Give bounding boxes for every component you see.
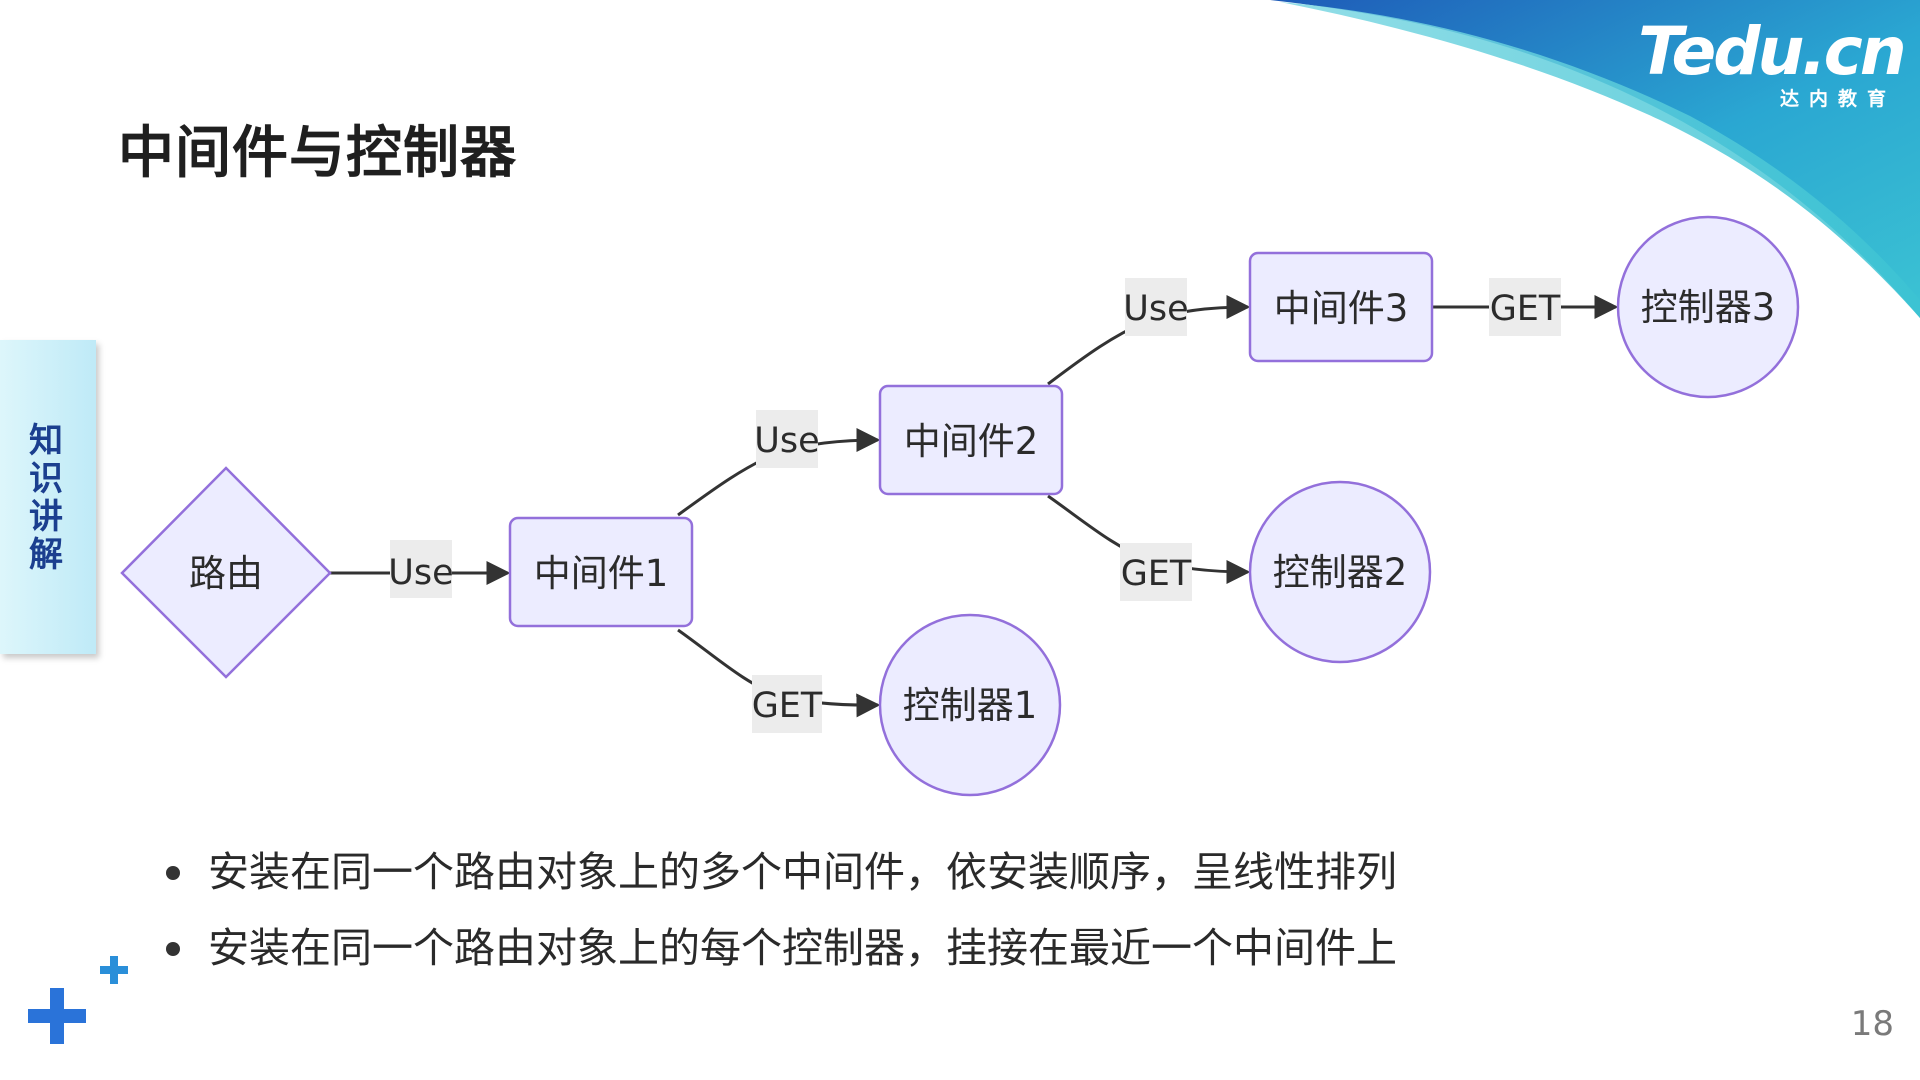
tedu-logo: Tedu.cn 达内教育 [1638, 13, 1907, 111]
edge-label-bg [1125, 278, 1187, 336]
node-controller-2: 控制器2 [1248, 480, 1432, 664]
decorative-plus-icon [28, 956, 128, 1044]
bullet-item: 安装在同一个路由对象上的多个中间件，依安装顺序，呈线性排列 [160, 840, 1397, 916]
node-router: 路由 [120, 466, 332, 679]
node-middleware-1: 中间件1 [508, 516, 694, 628]
node-controller-2-label: 控制器2 [1273, 551, 1408, 594]
node-controller-3-label: 控制器3 [1641, 286, 1776, 329]
bullet-item: 安装在同一个路由对象上的每个控制器，挂接在最近一个中间件上 [160, 916, 1397, 992]
bullet-text: 安装在同一个路由对象上的每个控制器，挂接在最近一个中间件上 [208, 924, 1397, 972]
node-router-label: 路由 [189, 552, 263, 595]
node-middleware-1-label: 中间件1 [534, 552, 669, 595]
side-tab: 知识讲解 [0, 340, 96, 654]
node-middleware-2: 中间件2 [878, 384, 1064, 496]
edge-label-router-mw1: Use [388, 553, 453, 593]
edge-label-mw3-ctl3: GET [1490, 289, 1561, 329]
bullet-text: 安装在同一个路由对象上的多个中间件，依安装顺序，呈线性排列 [208, 848, 1397, 896]
node-controller-1: 控制器1 [878, 613, 1062, 797]
brand-swoosh-graphic [1270, 0, 1920, 318]
logo-wordmark: Tedu.cn [1638, 13, 1907, 90]
edge-label-mw2-mw3: Use [1123, 289, 1188, 329]
node-controller-1-label: 控制器1 [903, 684, 1038, 727]
edge-label-bg [756, 410, 818, 468]
node-middleware-2-label: 中间件2 [904, 420, 1039, 463]
edge-label-bg [390, 540, 452, 598]
node-controller-3: 控制器3 [1616, 215, 1800, 399]
bullet-dot [166, 866, 180, 880]
edge-label-mw2-ctl2: GET [1121, 554, 1192, 594]
page-number: 18 [1850, 1004, 1894, 1044]
node-middleware-3-label: 中间件3 [1274, 287, 1409, 330]
node-middleware-3: 中间件3 [1248, 251, 1434, 363]
page-title: 中间件与控制器 [118, 121, 517, 186]
logo-subtitle: 达内教育 [1780, 88, 1897, 110]
bullet-list: 安装在同一个路由对象上的多个中间件，依安装顺序，呈线性排列 安装在同一个路由对象… [160, 840, 1397, 992]
side-tab-label: 知识讲解 [29, 421, 63, 575]
bullet-dot [166, 942, 180, 956]
edge-label-mw1-mw2: Use [754, 421, 819, 461]
edge-label-mw1-ctl1: GET [752, 686, 823, 726]
edge-labels: Use Use GET Use GET GET [388, 278, 1561, 733]
edge-label-bg [1489, 278, 1561, 336]
edge-label-bg [752, 675, 822, 733]
edge-label-bg [1120, 543, 1192, 601]
